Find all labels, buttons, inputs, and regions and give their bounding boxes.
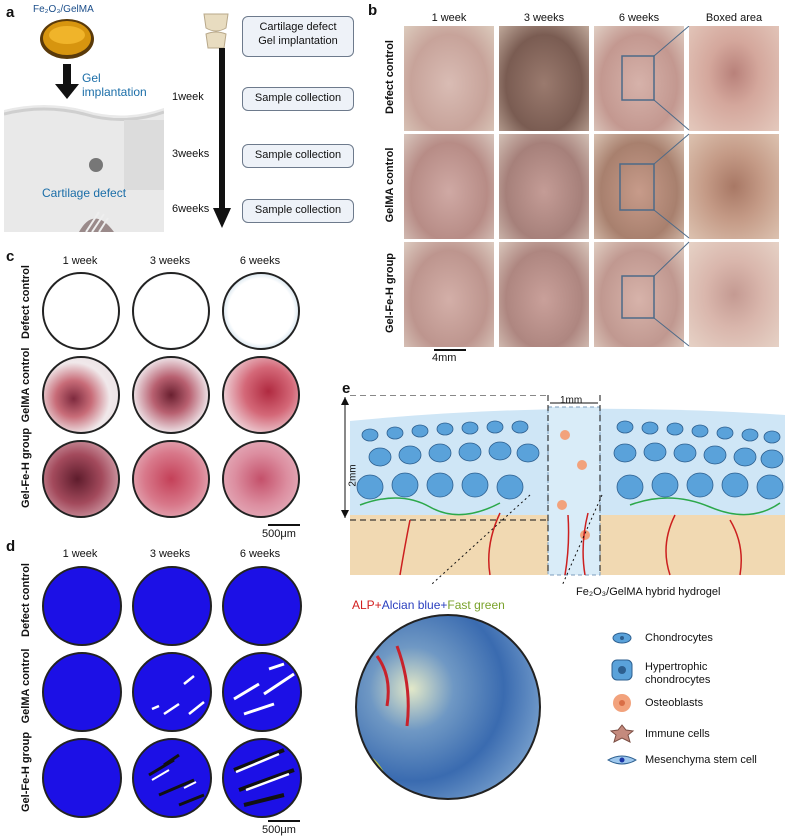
stain-legend: ALP+Alcian blue+Fast green [352, 598, 505, 612]
b-photo-gelma-boxed [689, 134, 779, 239]
b-photo-gelma-3w [499, 134, 589, 239]
cartilage-defect-illustration [4, 105, 164, 232]
legend-stem-cell: Mesenchyma stem cell [645, 754, 757, 766]
c-row-1: Defect control [20, 265, 32, 339]
b-col-3: 6 weeks [618, 12, 660, 24]
timeline-box-1: Sample collection [242, 87, 354, 111]
timeline-arrow-icon [213, 48, 231, 228]
b-scale-bar [434, 349, 466, 351]
d-scale-bar [268, 820, 300, 822]
stain-alcian: Alcian blue+ [381, 598, 448, 612]
d-mask-gelma-1w [42, 652, 122, 732]
legend-osteoblasts: Osteoblasts [645, 697, 704, 709]
legend-hypertrophic: Hypertrophic chondrocytes [645, 661, 711, 686]
d-col-3: 6 weeks [239, 548, 281, 560]
c-row-2: GelMA control [20, 347, 32, 423]
cartilage-defect-text: Cartilage defect [42, 186, 127, 200]
timeline-box-implant: Cartilage defect Gel implantation [242, 16, 354, 57]
c-scale-bar [268, 524, 300, 526]
down-arrow-icon [55, 64, 79, 99]
panel-c-label: c [6, 248, 15, 265]
c-stain-gelfe-6w [222, 440, 300, 518]
d-mask-defect-6w [222, 566, 302, 646]
panel-e-label: e [342, 380, 351, 397]
stain-alp: ALP+ [352, 598, 382, 612]
c-col-1: 1 week [62, 255, 98, 267]
immune-cell-icon [609, 724, 635, 743]
b-photo-defect-boxed [689, 26, 779, 131]
timeline-box-2: Sample collection [242, 144, 354, 168]
timeline-box-3: Sample collection [242, 199, 354, 223]
osteoblast-icon [613, 694, 631, 712]
b-row-1: Defect control [384, 40, 396, 114]
c-row-3: Gel-Fe-H group [20, 427, 32, 508]
knee-joint-icon [203, 13, 229, 49]
timeline-time-2: 3weeks [172, 148, 210, 160]
legend-immune: Immune cells [645, 728, 710, 740]
d-mask-gelfe-1w [42, 738, 122, 818]
panel-a-label: a [6, 4, 15, 21]
d-row-3: Gel-Fe-H group [20, 731, 32, 812]
stain-zoom-micrograph [355, 614, 541, 800]
gel-dish-image [40, 19, 94, 59]
d-row-2: GelMA control [20, 648, 32, 724]
width-label: 1mm [560, 395, 583, 406]
chondrocyte-icon [612, 632, 632, 644]
c-stain-gelfe-1w [42, 440, 120, 518]
d-mask-gelma-3w [132, 652, 212, 732]
cartilage-schematic [341, 395, 785, 585]
gel-implantation-text: Gel implantation [82, 71, 147, 99]
b-photo-gelma-1w [404, 134, 494, 239]
b-photo-gelfe-1w [404, 242, 494, 347]
gel-name: Fe₂O₃/GelMA [33, 4, 94, 15]
b-col-2: 3 weeks [523, 12, 565, 24]
stain-fast-green: Fast green [447, 598, 505, 612]
timeline-time-1: 1week [172, 91, 204, 103]
d-col-1: 1 week [62, 548, 98, 560]
c-stain-defect-3w [132, 272, 210, 350]
depth-label: 2mm [347, 464, 359, 487]
b-photo-defect-1w [404, 26, 494, 131]
b-col-1: 1 week [431, 12, 467, 24]
b-row-3: Gel-Fe-H group [384, 252, 396, 334]
b-scale-label: 4mm [432, 352, 457, 364]
d-row-1: Defect control [20, 563, 32, 637]
b-row-2: GelMA control [384, 147, 396, 223]
b-col-4: Boxed area [705, 12, 763, 24]
d-mask-defect-3w [132, 566, 212, 646]
stem-cell-icon [606, 755, 638, 765]
panel-d-label: d [6, 538, 16, 555]
b-photo-gelfe-3w [499, 242, 589, 347]
c-col-2: 3 weeks [149, 255, 191, 267]
hypertrophic-chondrocyte-icon [611, 659, 633, 681]
d-col-2: 3 weeks [149, 548, 191, 560]
c-scale-label: 500μm [262, 528, 296, 540]
legend-chondrocytes: Chondrocytes [645, 632, 713, 644]
c-stain-gelma-3w [132, 356, 210, 434]
c-stain-defect-1w [42, 272, 120, 350]
d-mask-gelma-6w [222, 652, 302, 732]
timeline-time-3: 6weeks [172, 203, 210, 215]
c-stain-gelma-1w [42, 356, 120, 434]
c-col-3: 6 weeks [239, 255, 281, 267]
c-stain-defect-6w [222, 272, 300, 350]
b-zoom-guides [619, 26, 690, 347]
b-photo-gelfe-boxed [689, 242, 779, 347]
d-scale-label: 500μm [262, 824, 296, 836]
b-photo-defect-3w [499, 26, 589, 131]
d-mask-gelfe-6w [222, 738, 302, 818]
c-stain-gelma-6w [222, 356, 300, 434]
d-mask-gelfe-3w [132, 738, 212, 818]
panel-b-label: b [368, 2, 378, 19]
d-mask-defect-1w [42, 566, 122, 646]
c-stain-gelfe-3w [132, 440, 210, 518]
hydrogel-label: Fe₂O₃/GelMA hybrid hydrogel [576, 586, 721, 598]
